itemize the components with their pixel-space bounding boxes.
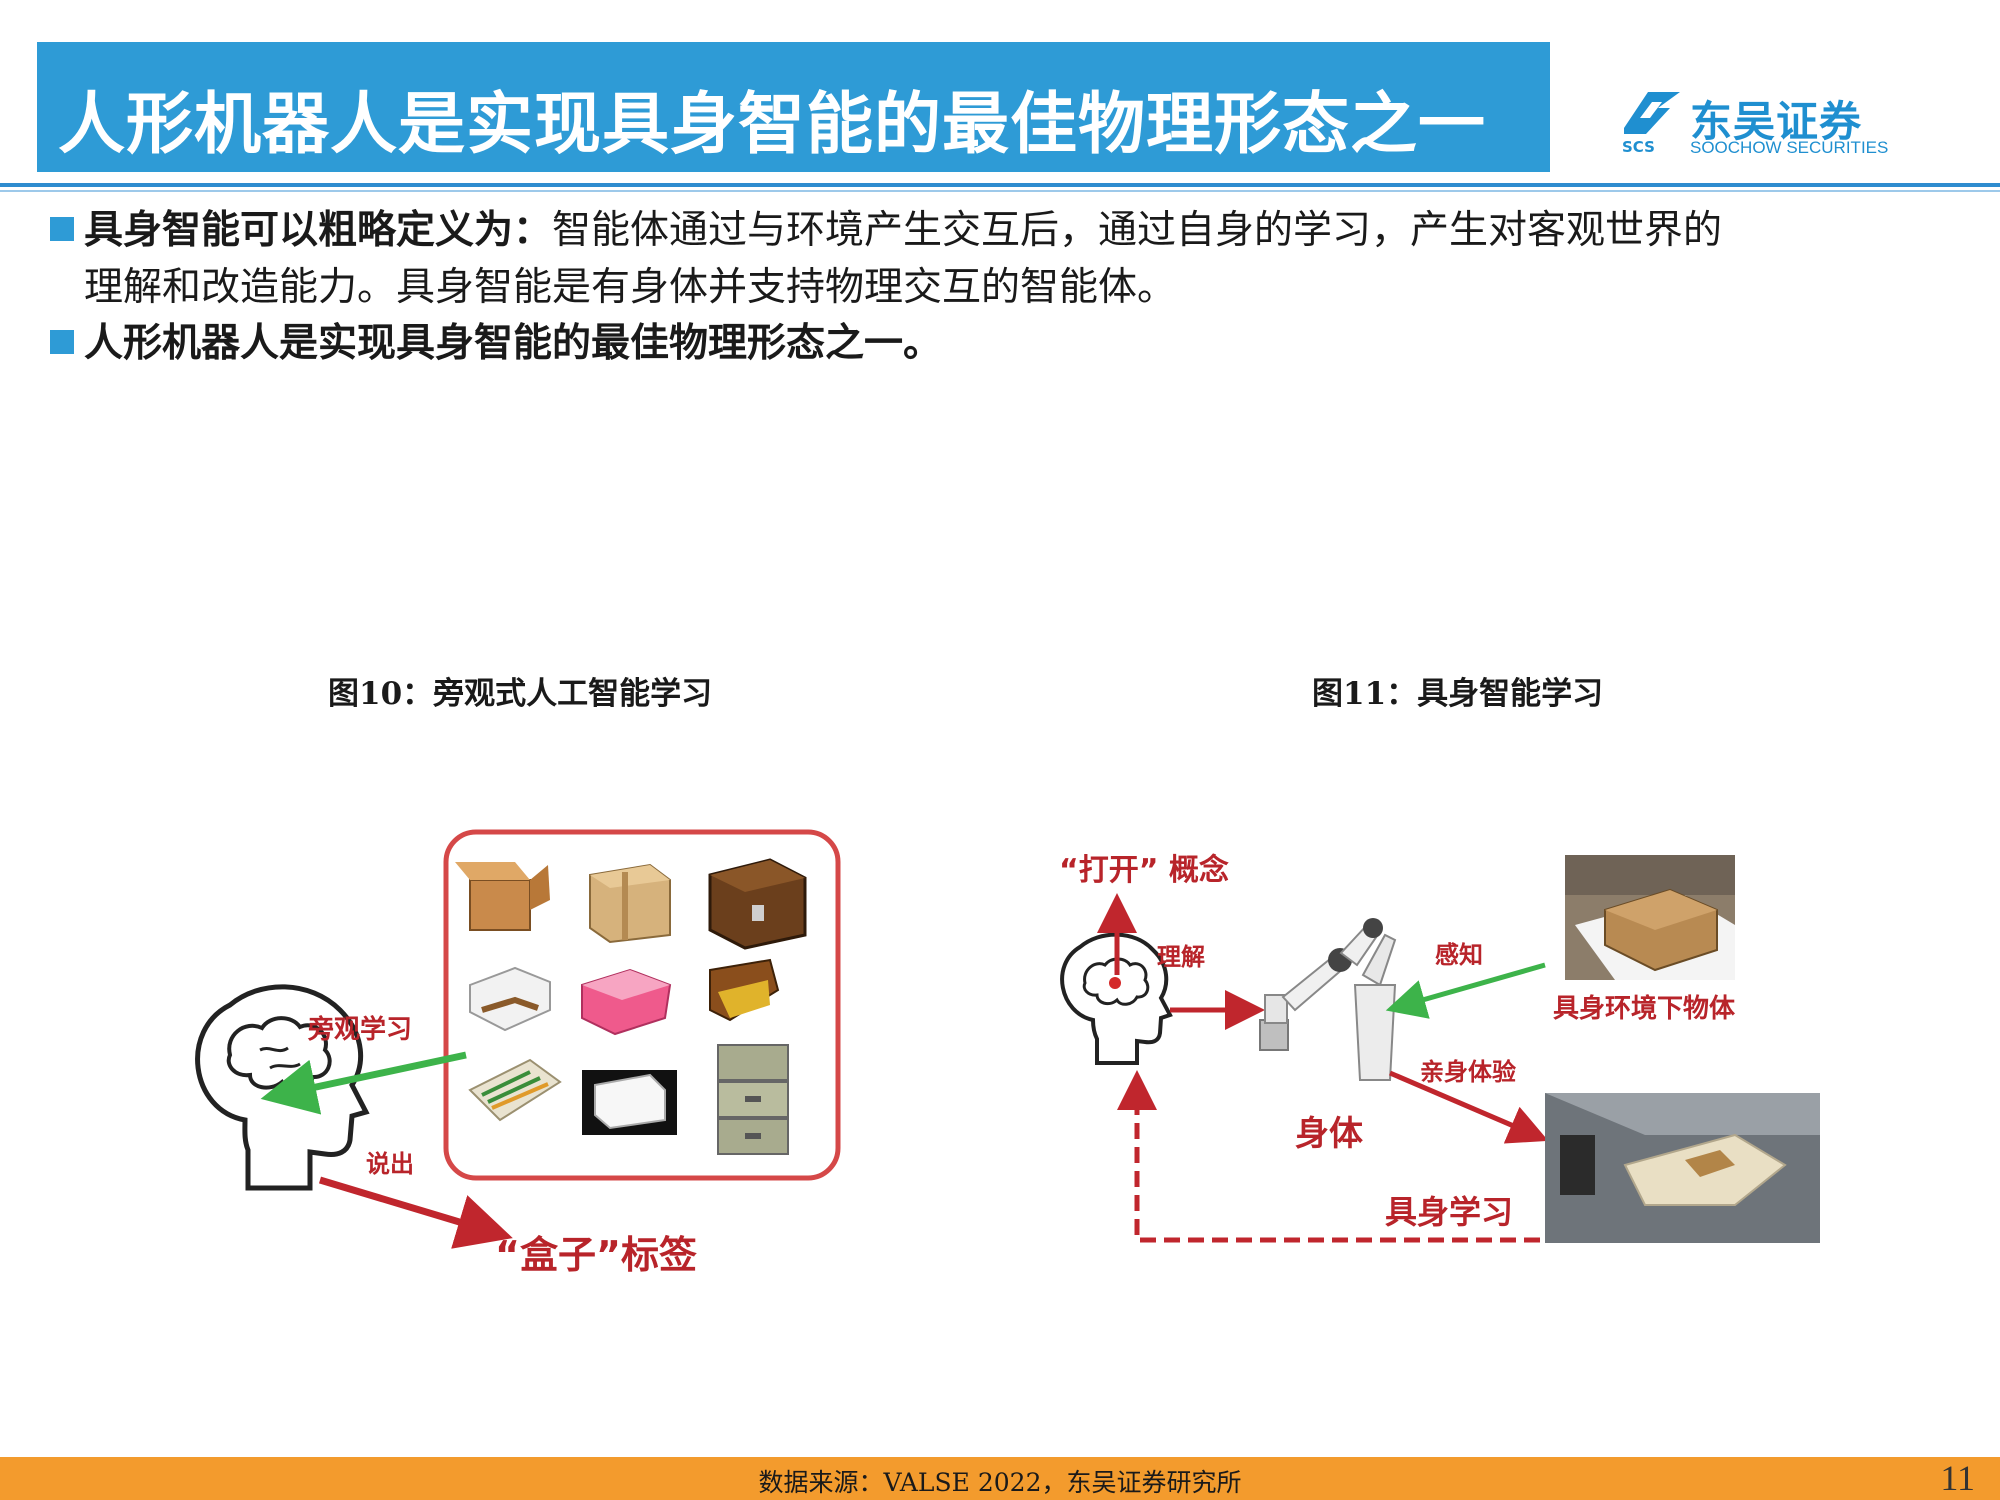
understand-label: 理解 [1157,943,1205,971]
bullet-definition-continued: 理解和改造能力。具身智能是有身体并支持物理交互的智能体。 [84,265,1177,310]
data-source: 数据来源：VALSE 2022，东吴证券研究所 [758,1468,1242,1497]
company-logo: 东吴证券 SCS SOOCHOW SECURITIES [1618,88,1898,163]
body-label: 身体 [1295,1114,1363,1154]
figure11-diagram: “打开” 概念 理解 身体 感知 具身环境下物体 亲身体验 [1045,835,1825,1275]
logo-text-cn: 东吴证券 [1690,97,1863,146]
bullet-humanoid-text: 人形机器人是实现具身智能的最佳物理形态之一。 [84,321,943,366]
say-label: 说出 [366,1150,414,1178]
logo-mark-icon [1624,92,1680,134]
bullet-definition: 具身智能可以粗略定义为：智能体通过与环境产生交互后，通过自身的学习，产生对客观世… [50,205,1722,257]
bullet-definition-text: 智能体通过与环境产生交互后，通过自身的学习，产生对客观世界的 [552,208,1723,253]
bullet-definition-lead: 具身智能可以粗略定义为： [84,208,553,253]
experience-label: 亲身体验 [1420,1058,1516,1086]
embodied-learning-label: 具身学习 [1385,1193,1513,1231]
page-number: 11 [1940,1458,1975,1498]
simulation-photo [1545,1093,1820,1243]
pencil-case-icon [468,1058,562,1122]
figure10-caption: 图10：旁观式人工智能学习 [328,676,713,712]
title-bar [37,42,1550,172]
bullet-square-icon [50,217,74,241]
head-brain-icon [1060,932,1173,1065]
header-rule-thin [0,190,2000,192]
experience-arrow [1389,1070,1549,1144]
page-title: 人形机器人是实现具身智能的最佳物理形态之一 [58,85,1486,163]
perceive-label: 感知 [1435,941,1483,969]
logo-text-en: SOOCHOW SECURITIES [1690,138,1889,157]
pink-box-icon [581,968,672,1036]
treasure-chest-icon [709,958,780,1022]
robot-arm-icon [1259,918,1397,1081]
file-box-icon [717,1044,789,1155]
open-concept-label: “打开” 概念 [1059,853,1229,888]
observe-learning-label: 旁观学习 [307,1014,412,1045]
chest-icon [708,858,807,950]
open-box-icon [455,862,550,931]
footer-bar [0,1457,2000,1500]
box-label-text: “盒子”标签 [495,1233,697,1277]
figure10-diagram: 旁观学习 说出 “盒子”标签 [170,820,860,1310]
observe-arrow [260,1051,467,1115]
embodied-learning-loop [1117,1070,1540,1243]
header-rule [0,183,2000,187]
bullet-square-icon [50,330,74,354]
closed-box-icon [589,863,671,944]
environment-object-photo [1565,855,1735,980]
perceive-arrow [1385,962,1546,1019]
objects-frame [443,829,841,1181]
say-arrow [318,1176,513,1249]
bullet-humanoid: 人形机器人是实现具身智能的最佳物理形态之一。 [50,318,942,370]
white-box-icon [469,966,551,1032]
environment-object-label: 具身环境下物体 [1553,993,1736,1024]
figure11-caption: 图11：具身智能学习 [1312,676,1604,712]
lunch-box-icon [582,1070,677,1135]
logo-text-abbr: SCS [1622,138,1655,156]
